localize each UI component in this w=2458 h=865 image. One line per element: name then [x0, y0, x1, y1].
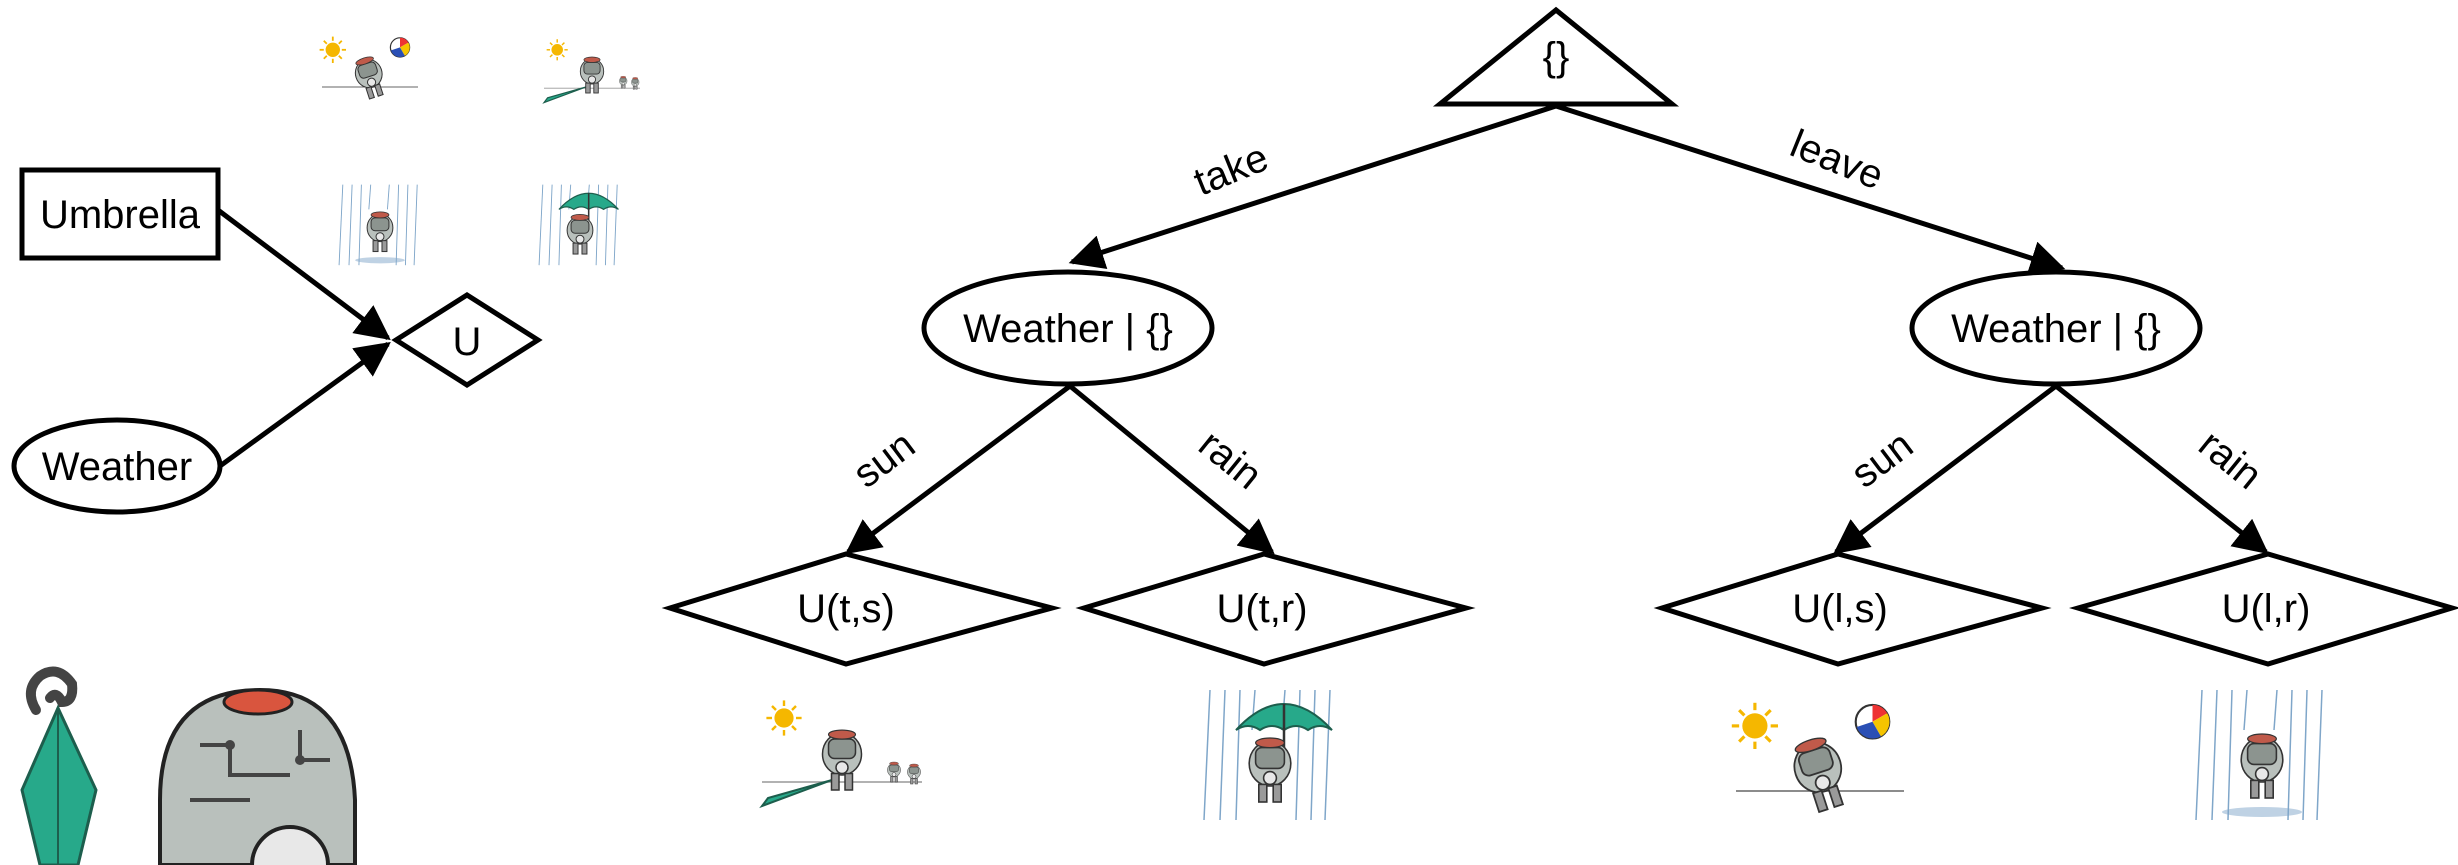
edge-label-take-sun: sun — [845, 423, 923, 497]
utility-node-take-sun[interactable] — [661, 551, 1062, 667]
edge-take — [1068, 103, 1557, 269]
chance-node-leave[interactable] — [1909, 269, 2203, 387]
utility-node-take-rain[interactable] — [1075, 551, 1476, 667]
edge-weather-to-u — [218, 341, 391, 469]
edge-take-rain — [1068, 384, 1275, 555]
edge-take-sun — [845, 383, 1072, 555]
thumbnail-rain-wet — [339, 185, 417, 266]
utility-label-leave-sun: U(l,s) — [1792, 587, 1888, 631]
utility-node[interactable] — [391, 292, 543, 388]
thumbnail-sun-ball — [320, 37, 418, 101]
chance-node-take[interactable] — [921, 269, 1215, 387]
thumbnail-rain-umbrella — [539, 185, 618, 266]
sun-umbrella-robot-scene — [762, 700, 922, 806]
big-robot-illustration — [20, 666, 357, 865]
influence-diagram: Umbrella Weather U — [11, 167, 543, 515]
edge-leave — [1555, 103, 2066, 276]
utility-label-take-rain: U(t,r) — [1216, 587, 1307, 631]
weather-chance-label: Weather — [42, 445, 192, 489]
decision-tree: take leave sun rain sun rain {} Weather … — [661, 6, 2458, 667]
chance-node-leave-label: Weather | {} — [1951, 307, 2161, 351]
rain-umbrella-robot-scene — [1204, 690, 1332, 820]
utility-node-leave-sun[interactable] — [1653, 551, 2052, 667]
root-decision-node[interactable] — [1432, 6, 1680, 107]
utility-label-leave-rain: U(l,r) — [2222, 587, 2311, 631]
rain-wet-robot-scene — [2196, 690, 2322, 820]
root-node-label: {} — [1543, 35, 1570, 79]
chance-node-take-label: Weather | {} — [963, 307, 1173, 351]
edge-leave-rain — [2054, 384, 2269, 555]
umbrella-decision-label: Umbrella — [40, 193, 201, 237]
edge-label-take-rain: rain — [1190, 422, 1270, 498]
edge-leave-sun — [1833, 384, 2058, 555]
utility-node-label: U — [453, 320, 482, 364]
weather-chance-node[interactable] — [11, 417, 223, 515]
utility-label-take-sun: U(t,s) — [797, 587, 895, 631]
sun-ball-robot-scene — [1732, 703, 1904, 816]
umbrella-decision-node[interactable] — [19, 167, 221, 261]
edge-label-leave-sun: sun — [1843, 423, 1921, 497]
edge-label-take: take — [1188, 135, 1275, 204]
edge-umbrella-to-u — [216, 208, 391, 341]
edge-label-leave-rain: rain — [2190, 422, 2270, 498]
utility-node-leave-rain[interactable] — [2069, 551, 2458, 667]
thumbnail-sun-umbrella — [544, 39, 640, 102]
